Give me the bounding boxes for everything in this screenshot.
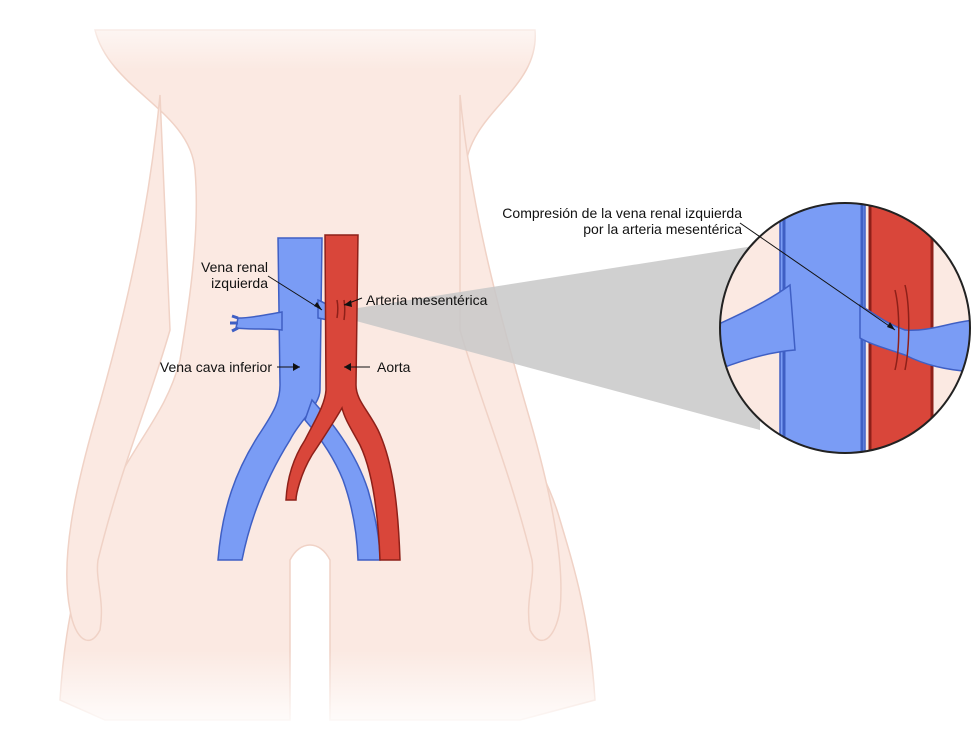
vena-renal-label-line2: izquierda [211,275,268,291]
aorta [285,234,401,561]
arrow-icon [267,275,323,311]
aorta-label: Aorta [377,359,411,375]
compresion-label-line2: por la arteria mesentérica [583,221,742,237]
vena-cava-label: Vena cava inferior [159,359,272,375]
magnifier-circle-icon [719,202,971,454]
compresion-label-line1: Compresión de la vena renal izquierda [502,205,742,221]
compresion-label: Compresión de la vena renal izquierda po… [430,205,742,237]
vena-renal-label: Vena renal izquierda [150,259,268,291]
zoom-cone [345,245,760,430]
arteria-mesenterica-label: Arteria mesentérica [366,292,488,308]
vena-renal-label-line1: Vena renal [201,259,268,275]
arrow-icon [739,222,896,331]
